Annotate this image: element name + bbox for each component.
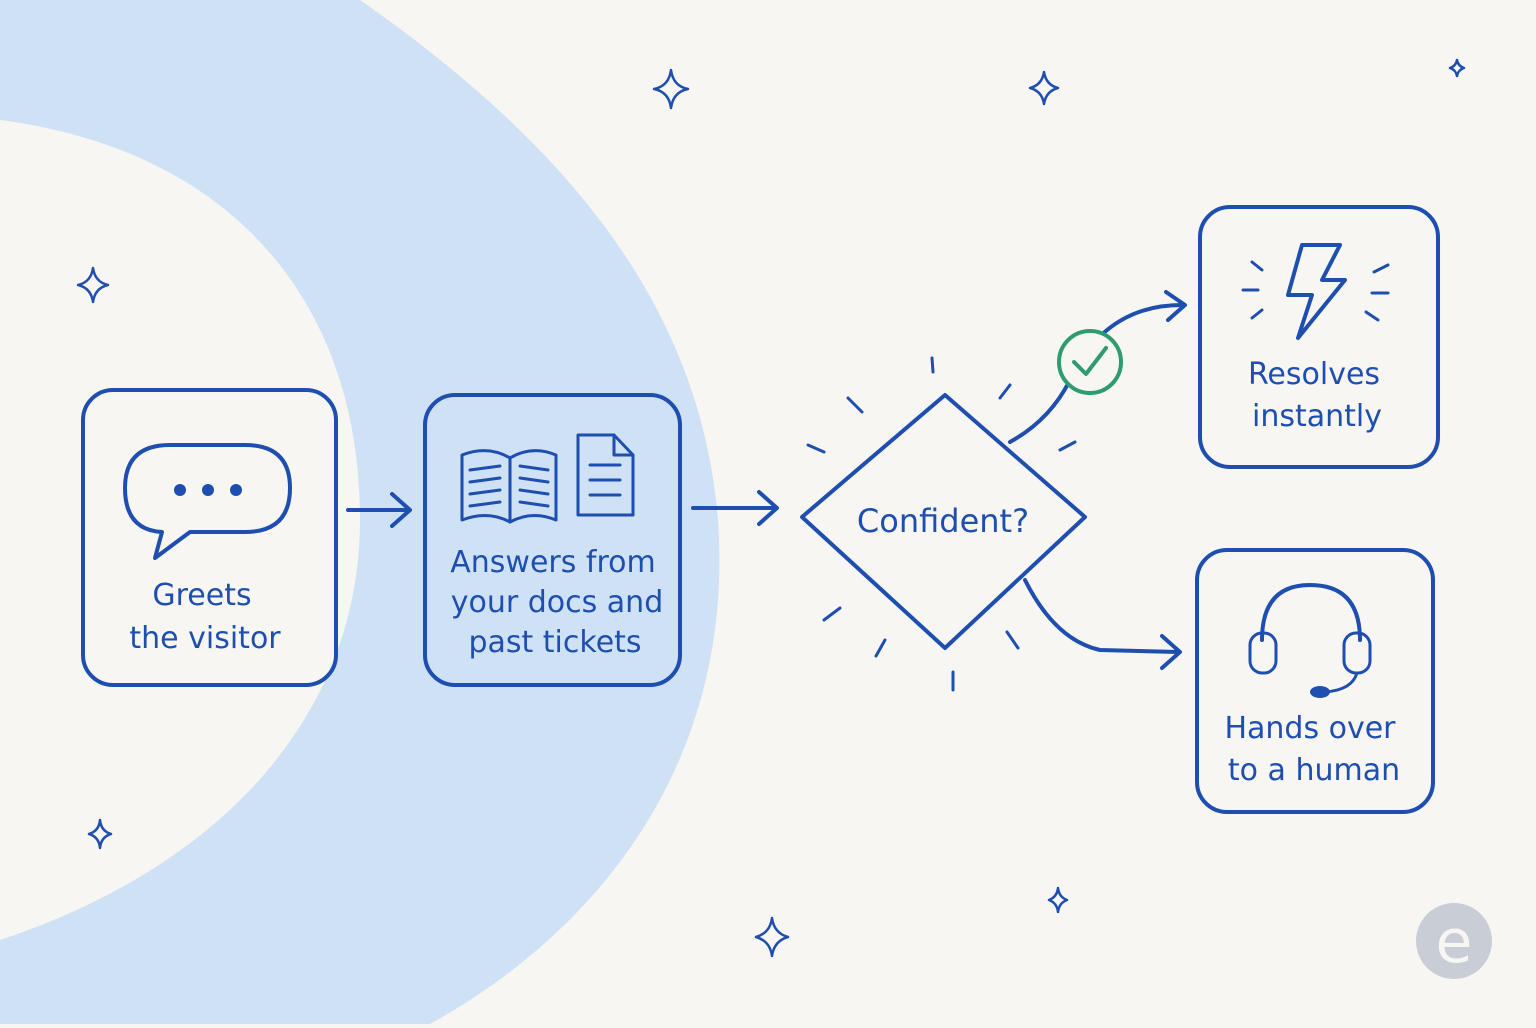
sparkle-icon <box>652 68 690 110</box>
sparkle-decorations <box>76 58 1466 958</box>
book-and-document-icon <box>460 433 635 524</box>
edge-greet-to-answer <box>346 492 412 528</box>
node-label-line: your docs and <box>451 585 664 620</box>
sparkle-icon <box>1448 58 1466 78</box>
sparkle-icon <box>76 266 110 304</box>
node-label-line: Resolves <box>1248 357 1380 392</box>
node-greets-visitor: Greets the visitor <box>81 388 338 687</box>
node-resolves-instantly: Resolves instantly <box>1198 205 1440 469</box>
sparkle-icon <box>1028 70 1060 106</box>
node-decision-confident: Confident? <box>800 356 1087 692</box>
logo-letter: e <box>1436 907 1473 977</box>
sparkle-icon <box>754 916 790 958</box>
sparkle-icon <box>1047 886 1069 914</box>
lightning-bolt-icon <box>1241 243 1390 340</box>
speech-bubble-icon <box>123 443 292 560</box>
headset-icon <box>1248 583 1372 698</box>
node-hands-over-to-human: Hands over to a human <box>1195 548 1435 814</box>
node-label-line: Hands over <box>1224 711 1396 746</box>
node-label-line: Greets <box>152 578 251 613</box>
sparkle-icon <box>87 818 113 850</box>
decision-label: Confident? <box>857 502 1029 540</box>
background-band <box>0 0 720 1024</box>
node-label-line: the visitor <box>129 621 281 656</box>
node-label-line: to a human <box>1228 753 1400 788</box>
node-label-line: past tickets <box>468 625 641 660</box>
edge-decision-to-handover <box>1023 578 1182 670</box>
edge-answer-to-decision <box>691 490 779 526</box>
edge-decision-to-resolve <box>1008 290 1187 444</box>
brand-logo: e <box>1416 903 1492 979</box>
node-answers-from-docs: Answers from your docs and past tickets <box>423 393 682 687</box>
node-label-line: Answers from <box>450 545 655 580</box>
check-icon <box>1057 329 1123 395</box>
node-label-line: instantly <box>1252 399 1382 434</box>
emphasis-rays <box>806 356 1077 692</box>
